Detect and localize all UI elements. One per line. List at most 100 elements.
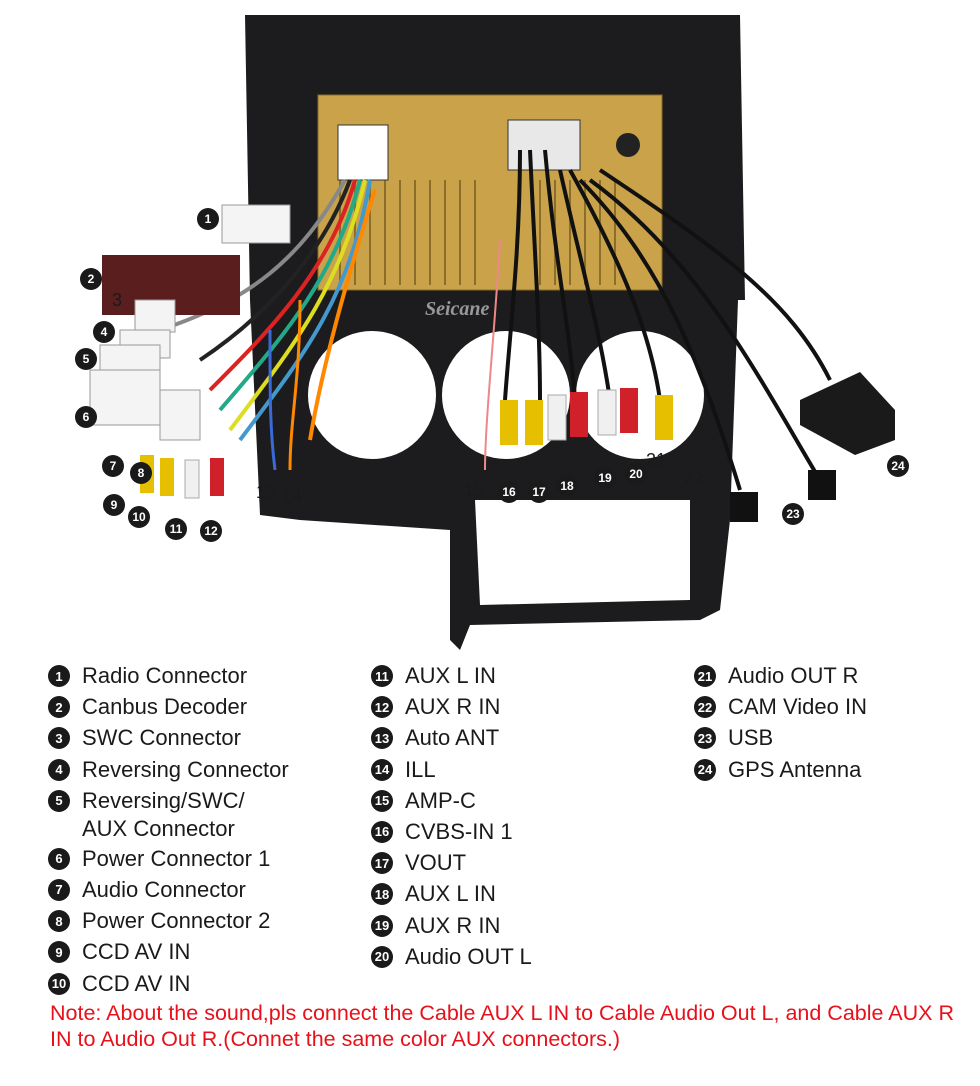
legend-label: Power Connector 2 <box>82 908 271 934</box>
callout-23: 23 <box>782 503 804 525</box>
legend-badge: 11 <box>371 665 393 687</box>
legend-item: 24 GPS Antenna <box>694 756 867 787</box>
vent-hole-right <box>576 331 704 459</box>
callout-10: 10 <box>128 506 150 528</box>
legend-item: 16 CVBS-IN 1 <box>371 818 532 849</box>
callout-13: 13 <box>256 482 277 502</box>
legend-label: Reversing/SWC/ AUX Connector <box>82 787 245 841</box>
legend-label: CAM Video IN <box>728 694 867 720</box>
wire-bundle-left <box>159 179 377 442</box>
callout-11: 11 <box>165 518 187 540</box>
legend-badge: 7 <box>48 878 70 901</box>
legend-badge: 6 <box>48 847 70 870</box>
antenna-port <box>616 133 640 157</box>
callout-5: 5 <box>75 348 97 370</box>
legend-item: 8 Power Connector 2 <box>48 907 289 938</box>
legend-badge: 15 <box>371 789 393 812</box>
legend-item: 1 Radio Connector <box>48 662 289 693</box>
legend-label: VOUT <box>405 850 467 876</box>
legend-badge: 22 <box>694 696 716 719</box>
legend-badge: 23 <box>694 727 716 750</box>
callout-7: 7 <box>102 455 124 477</box>
rca-plugs-left <box>140 455 224 499</box>
legend-label: Radio Connector <box>82 663 248 688</box>
swc-connector <box>134 299 176 333</box>
main-port <box>337 124 389 181</box>
legend-badge: 19 <box>371 914 393 937</box>
legend-label: AMP-C <box>405 787 476 813</box>
legend-label: GPS Antenna <box>728 756 862 782</box>
legend-badge: 1 <box>48 665 70 687</box>
legend-item: 13 Auto ANT <box>371 724 532 755</box>
legend-item: 17 VOUT <box>371 849 532 880</box>
callout-2: 2 <box>80 268 102 290</box>
legend-badge: 18 <box>371 883 393 906</box>
legend-label: Audio Connector <box>82 876 246 902</box>
callout-16: 16 <box>498 481 520 503</box>
legend-item: 21 Audio OUT R <box>694 662 867 693</box>
legend-item: 2 Canbus Decoder <box>48 693 289 724</box>
brand-watermark: Seicane <box>425 298 490 320</box>
callout-22: 22 <box>684 468 705 488</box>
usb-plug-1 <box>730 492 758 522</box>
radio-connector <box>221 204 291 244</box>
legend-item: 22 CAM Video IN <box>694 693 867 724</box>
legend-badge: 2 <box>48 696 70 719</box>
legend-label: Auto ANT <box>405 725 500 751</box>
legend-item: 7 Audio Connector <box>48 876 289 907</box>
legend-badge: 17 <box>371 852 393 875</box>
legend-badge: 3 <box>48 727 70 750</box>
legend-label: Audio OUT R <box>728 663 859 688</box>
callout-17: 17 <box>528 481 550 503</box>
callout-1: 1 <box>197 208 219 230</box>
callout-12: 12 <box>200 520 222 542</box>
callout-9: 9 <box>103 494 125 516</box>
callout-18: 18 <box>556 475 578 497</box>
callout-19: 19 <box>594 467 616 489</box>
legend-badge: 13 <box>371 727 393 750</box>
legend-item: 15 AMP-C <box>371 787 532 818</box>
callout-14: 14 <box>282 486 303 506</box>
product-photo <box>89 15 895 650</box>
wire-bundle-right <box>503 149 832 491</box>
legend-label: Audio OUT L <box>405 943 532 969</box>
callout-3: 3 <box>112 290 123 310</box>
legend-label: AUX R IN <box>405 912 501 938</box>
frame-lower-window <box>475 500 690 605</box>
callout-6: 6 <box>75 406 97 428</box>
power-connector-1 <box>89 369 161 426</box>
legend-badge: 21 <box>694 665 716 687</box>
legend-badge: 16 <box>371 820 393 843</box>
callout-20: 20 <box>625 463 647 485</box>
legend-item: 14 ILL <box>371 756 532 787</box>
legend-item: 19 AUX R IN <box>371 912 532 943</box>
callout-15: 15 <box>464 480 485 500</box>
amp-wire <box>484 239 501 471</box>
gps-antenna <box>800 372 895 455</box>
legend-label: CCD AV IN <box>82 970 191 996</box>
legend-label: ILL <box>405 756 436 782</box>
legend-badge: 8 <box>48 910 70 933</box>
callout-4: 4 <box>93 321 115 343</box>
callout-8: 8 <box>130 462 152 484</box>
ant-wire <box>268 329 277 471</box>
legend-badge: 14 <box>371 758 393 781</box>
legend-badge: 24 <box>694 758 716 781</box>
legend-label: AUX R IN <box>405 694 501 720</box>
callout-21: 21 <box>646 450 667 470</box>
legend-label: CVBS-IN 1 <box>405 818 513 844</box>
usb-plug-2 <box>808 470 836 500</box>
legend-label: Canbus Decoder <box>82 694 248 720</box>
power-connector-2 <box>159 389 201 441</box>
